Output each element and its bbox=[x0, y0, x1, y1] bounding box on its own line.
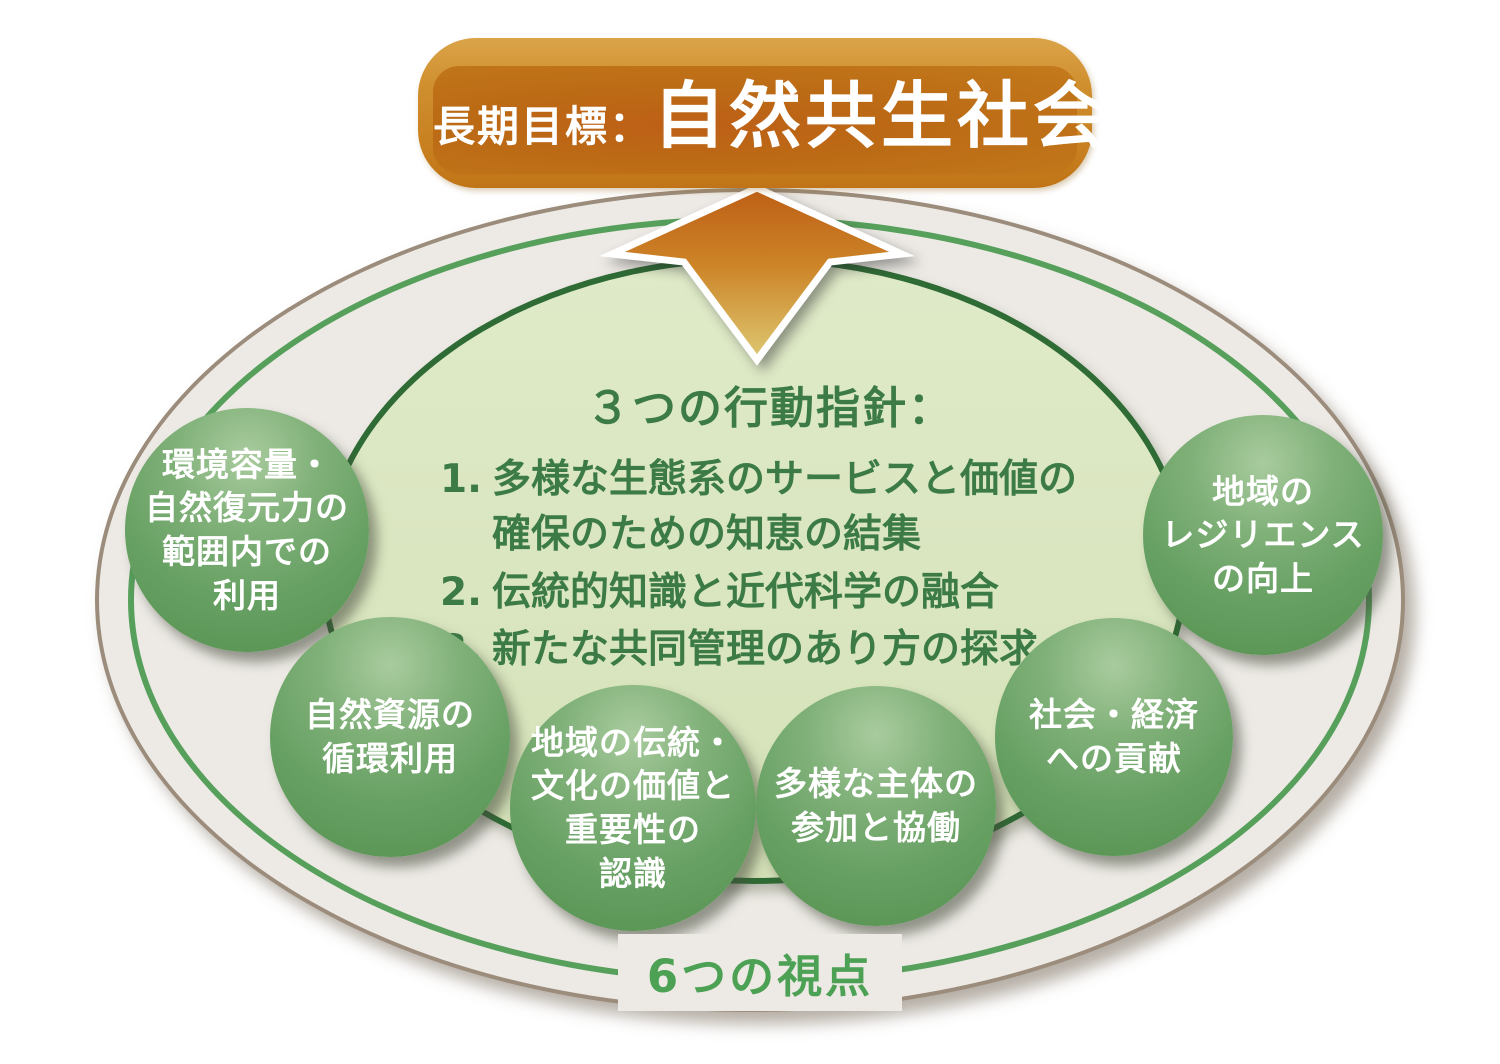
goal-banner-title: 自然共生社会 bbox=[653, 74, 1110, 158]
perspective-circle-environmental-capacity: 環境容量・ 自然復元力の 範囲内での 利用 bbox=[125, 408, 369, 652]
perspective-circle-local-tradition: 地域の伝統・ 文化の価値と 重要性の 認識 bbox=[510, 685, 756, 931]
guideline-text: 多様な生態系のサービスと価値の 確保のための知恵の結集 bbox=[492, 457, 1078, 558]
perspective-circle-resource-cycling: 自然資源の 循環利用 bbox=[270, 617, 510, 857]
circle-label: 地域の伝統・ 文化の価値と 重要性の 認識 bbox=[531, 722, 735, 893]
circle-label: 多様な主体の 参加と協働 bbox=[774, 764, 978, 847]
circle-label: 自然資源の 循環利用 bbox=[305, 695, 475, 778]
circle-label: 環境容量・ 自然復元力の 範囲内での 利用 bbox=[145, 444, 349, 615]
goal-banner: 長期目標：自然共生社会 bbox=[418, 38, 1105, 188]
guideline-number: 1. bbox=[440, 457, 482, 502]
perspective-circle-socioeconomic-contribution: 社会・経済 への貢献 bbox=[995, 618, 1233, 856]
guideline-number: 2. bbox=[440, 569, 482, 615]
guidelines-panel: ３つの行動指針： 1. 多様な生態系のサービスと価値の 確保のための知恵の結集 … bbox=[440, 372, 1100, 680]
up-arrow-icon bbox=[598, 184, 916, 366]
guideline-item-2: 2. 伝統的知識と近代科学の融合 bbox=[440, 565, 1100, 620]
goal-banner-inner: 長期目標：自然共生社会 bbox=[433, 66, 1105, 174]
guideline-item-1: 1. 多様な生態系のサービスと価値の 確保のための知恵の結集 bbox=[440, 452, 1100, 563]
perspective-circle-participation: 多様な主体の 参加と協働 bbox=[756, 686, 996, 926]
goal-banner-label: 長期目標： bbox=[433, 102, 654, 151]
circle-label: 社会・経済 への貢献 bbox=[1029, 695, 1199, 778]
perspectives-label: 6つの視点 bbox=[618, 934, 902, 1011]
circle-label: 地域の レジリエンス の向上 bbox=[1161, 471, 1365, 598]
guidelines-heading: ３つの行動指針： bbox=[586, 383, 954, 434]
guideline-text: 新たな共同管理のあり方の探求 bbox=[492, 627, 1039, 673]
guideline-item-3: 3. 新たな共同管理のあり方の探求 bbox=[440, 622, 1100, 677]
perspective-circle-regional-resilience: 地域の レジリエンス の向上 bbox=[1143, 415, 1383, 655]
guideline-text: 伝統的知識と近代科学の融合 bbox=[492, 569, 1000, 615]
